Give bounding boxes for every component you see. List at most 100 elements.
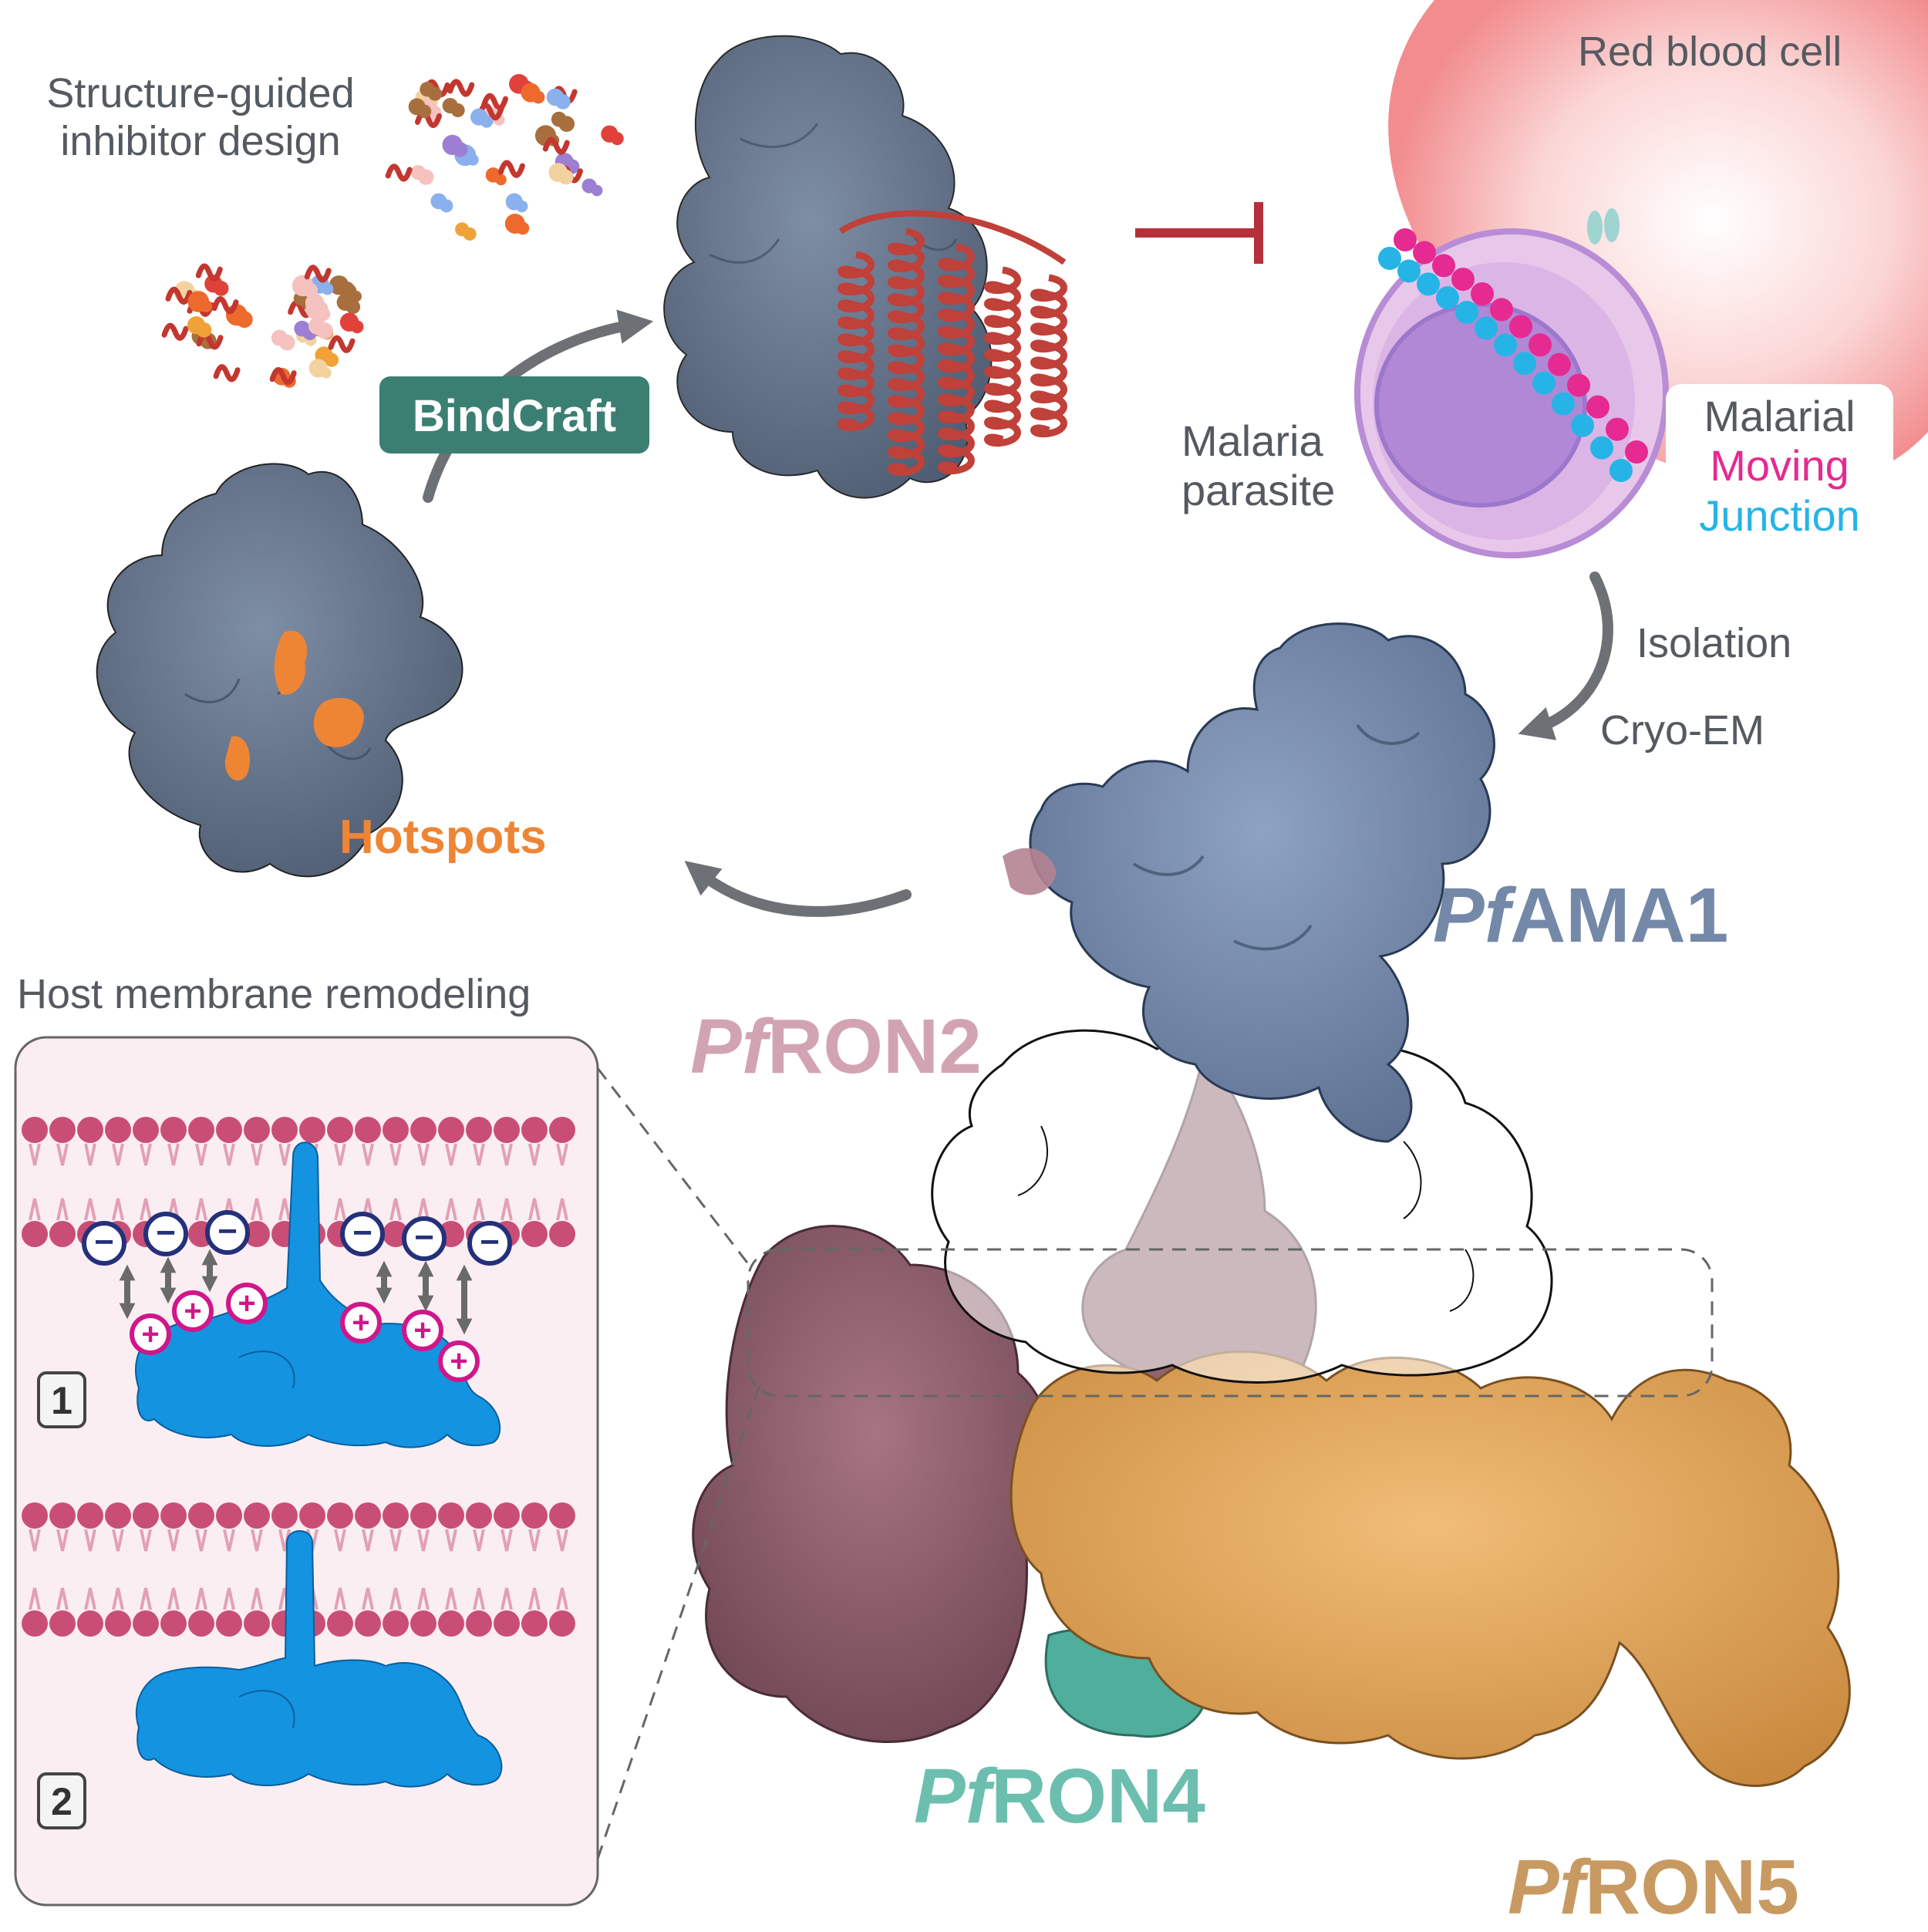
negative-charge-symbol: −	[217, 1212, 238, 1250]
zoom-region	[596, 1067, 1714, 1860]
small-molecule	[196, 322, 212, 338]
small-molecule	[452, 142, 468, 157]
junction-bead-cyan	[1590, 436, 1613, 460]
pfama1-name: AMA1	[1510, 872, 1729, 959]
small-molecule	[516, 221, 530, 235]
lipid-head	[438, 1502, 464, 1529]
junction-bead-cyan	[1513, 352, 1536, 376]
moving-junction	[1378, 228, 1648, 482]
lipid-head	[521, 1221, 548, 1247]
peptide-fragment	[161, 322, 189, 341]
design-title-line1: Structure-guided	[46, 70, 355, 116]
lipid-head	[160, 1117, 187, 1143]
small-molecule	[321, 282, 334, 295]
junction-bead-cyan	[1475, 316, 1498, 340]
lipid-head	[49, 1117, 76, 1143]
junction-bead-cyan	[1494, 333, 1517, 357]
lipid-head	[105, 1610, 131, 1637]
electrostatic-interactions: −−−−−−++++++	[82, 1210, 512, 1382]
cryo-em-complex	[692, 622, 1851, 1787]
lipid-head	[327, 1610, 353, 1637]
positive-charge	[402, 1310, 443, 1351]
small-molecule	[531, 90, 545, 104]
malaria-parasite	[1354, 208, 1669, 558]
small-molecule	[610, 132, 624, 146]
small-molecule	[236, 311, 253, 329]
binder-helix	[1030, 274, 1067, 438]
negative-charge	[467, 1221, 512, 1266]
lipid-head	[133, 1502, 159, 1529]
design-title-line2: inhibitor design	[60, 118, 341, 165]
junction-bead-pink	[1586, 395, 1609, 419]
junction-bead-pink	[1451, 268, 1475, 292]
junction-bead-pink	[1606, 417, 1629, 441]
designed-binder	[838, 210, 1067, 477]
target-protein-with-hotspots	[96, 463, 463, 878]
junction-label-line2: Moving	[1710, 441, 1849, 491]
small-molecule	[440, 199, 453, 213]
lipid-head	[22, 1221, 48, 1247]
parasite-label: Malaria parasite	[1181, 416, 1335, 516]
negative-charge-symbol: −	[480, 1223, 500, 1261]
junction-bead-cyan	[1532, 371, 1556, 395]
junction-bead-pink	[1567, 373, 1590, 397]
svg-text:2: 2	[51, 1780, 72, 1823]
small-molecule	[350, 320, 364, 334]
lipid-head	[410, 1610, 436, 1637]
lipid-head	[383, 1502, 409, 1529]
membrane-panel-title: Host membrane remodeling	[17, 971, 531, 1017]
pfron5-prefix: Pf	[1508, 1844, 1585, 1930]
lipid-head	[494, 1117, 520, 1143]
lipid-head	[327, 1502, 353, 1529]
lipid-head	[22, 1502, 48, 1529]
junction-bead-pink	[1529, 333, 1552, 357]
junction-bead-cyan	[1571, 413, 1594, 437]
pfron2-label: PfRON2	[690, 1003, 982, 1091]
positive-charge	[172, 1290, 214, 1332]
small-molecule	[555, 94, 571, 110]
svg-text:1: 1	[51, 1379, 72, 1422]
positive-charge-symbol: +	[413, 1313, 431, 1347]
junction-bead-cyan	[1397, 259, 1421, 283]
small-molecule	[345, 299, 361, 315]
step-badge-1: 1	[37, 1371, 86, 1428]
positive-charge	[226, 1283, 268, 1324]
lipid-head	[77, 1610, 103, 1637]
binder-helix	[838, 251, 875, 432]
peptide-fragment	[328, 335, 356, 353]
lipid-head	[549, 1221, 575, 1247]
small-molecule	[495, 174, 507, 186]
step-isolation: Isolation	[1636, 620, 1792, 666]
lipid-head	[188, 1610, 214, 1637]
positive-charge	[340, 1302, 382, 1344]
target-protein-with-binder	[663, 35, 1067, 499]
lipid-head	[160, 1502, 187, 1529]
pfron4-label: PfRON4	[914, 1752, 1205, 1841]
small-molecule	[418, 169, 434, 185]
lipid-head	[521, 1117, 548, 1143]
small-molecule	[278, 334, 295, 351]
small-molecule	[418, 104, 432, 118]
lipid-head	[188, 1502, 214, 1529]
small-molecule	[350, 290, 362, 302]
binder-helix	[888, 228, 925, 477]
isolation-arrow	[1518, 572, 1613, 740]
junction-bead-pink	[1548, 352, 1571, 376]
pfron4-prefix: Pf	[914, 1753, 991, 1839]
small-molecule	[325, 352, 339, 367]
lipid-head	[244, 1610, 270, 1637]
binder-helix	[984, 266, 1021, 447]
pfron2-name: RON2	[767, 1003, 982, 1090]
pfama1-prefix: Pf	[1433, 872, 1510, 959]
peptide-fragment	[477, 103, 504, 121]
positive-charge-symbol: +	[238, 1286, 255, 1320]
junction-bead-cyan	[1436, 286, 1459, 310]
membrane-remodeling-panel: −−−−−−++++++ 1 2	[14, 1036, 599, 1907]
lipid-head	[494, 1502, 520, 1529]
lipid-head	[494, 1610, 520, 1637]
junction-bead-pink	[1625, 440, 1648, 464]
lipid-head	[22, 1610, 48, 1637]
pfama1-density	[1029, 622, 1495, 1143]
parasite-label-line2: parasite	[1181, 466, 1336, 515]
lipid-head	[105, 1502, 131, 1529]
